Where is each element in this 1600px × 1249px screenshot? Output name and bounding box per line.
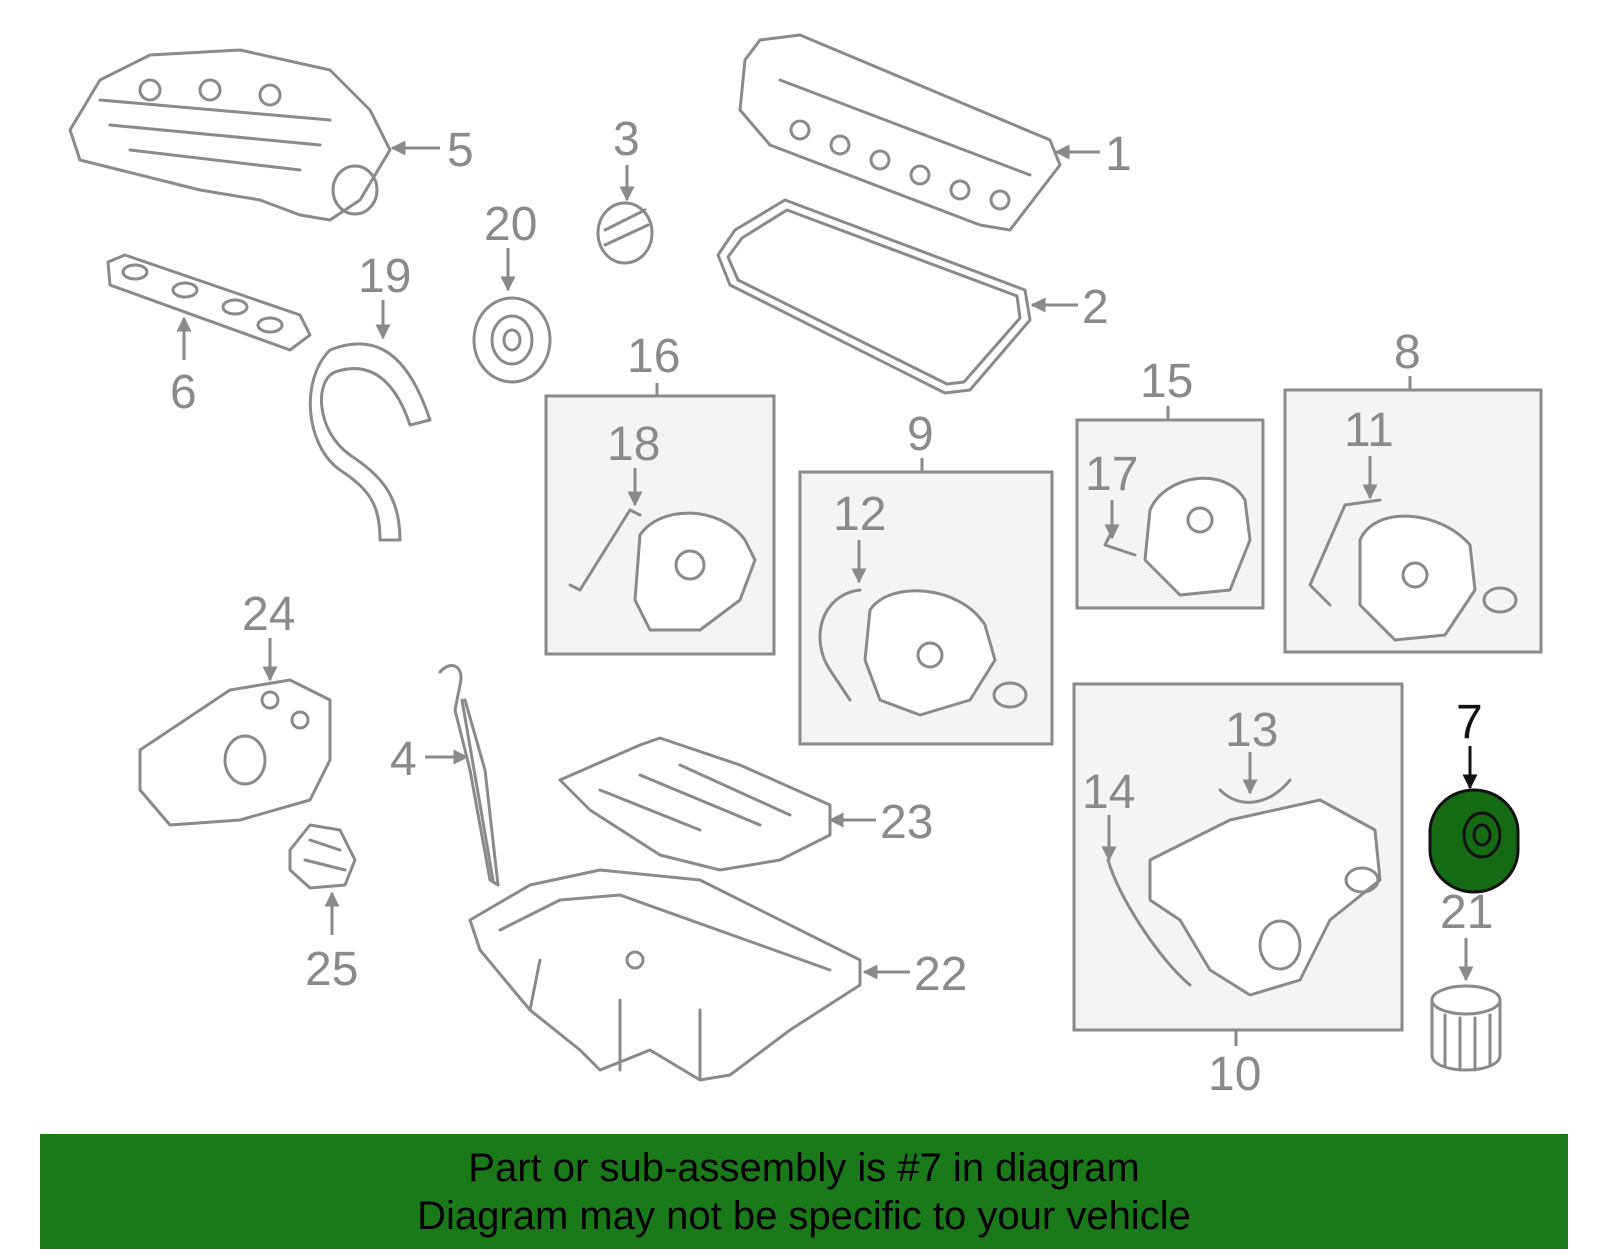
callout-1: 1 [1105,128,1132,181]
part-20-timing-pulley[interactable] [472,296,552,384]
callout-12: 12 [833,488,886,541]
callout-8: 8 [1394,326,1421,379]
callout-18: 18 [607,418,660,471]
callout-7: 7 [1456,696,1483,749]
part-25-oil-strainer[interactable] [288,823,357,890]
notice-banner: Part or sub-assembly is #7 in diagram Di… [40,1134,1568,1249]
part-24-oil-pump[interactable] [138,678,332,827]
part-6-intake-gasket[interactable] [106,253,312,352]
part-23-oil-baffle[interactable] [558,736,832,872]
callout-11: 11 [1344,404,1394,457]
box-15-timing-cover-kit[interactable] [1075,418,1265,610]
part-19-timing-belt[interactable] [308,342,432,542]
part-21-oil-filter[interactable] [1430,984,1502,1072]
callout-2: 2 [1082,281,1109,334]
notice-line-2: Diagram may not be specific to your vehi… [417,1194,1191,1238]
callout-3: 3 [613,113,640,166]
part-5-intake-manifold[interactable] [68,48,392,222]
part-22-oil-pan[interactable] [468,868,862,1082]
callout-25: 25 [305,943,358,996]
part-1-valve-cover[interactable] [738,33,1062,232]
callout-17: 17 [1085,448,1138,501]
notice-line-1: Part or sub-assembly is #7 in diagram [468,1146,1140,1190]
box-9-timing-cover-kit[interactable] [798,470,1054,746]
callout-22: 22 [914,948,967,1001]
callout-23: 23 [880,796,933,849]
part-3-oil-filler-cap[interactable] [596,201,654,265]
box-16-timing-cover-kit[interactable] [544,394,776,656]
part-7-crankshaft-pulley[interactable] [1428,788,1520,894]
part-2-valve-cover-gasket[interactable] [716,198,1032,395]
callout-6: 6 [170,366,197,419]
callout-5: 5 [447,124,474,177]
callout-20: 20 [484,198,537,251]
callout-21: 21 [1440,886,1493,939]
callout-16: 16 [627,330,680,383]
callout-19: 19 [358,250,411,303]
callout-24: 24 [242,588,295,641]
callout-9: 9 [907,408,934,461]
part-4-oil-dipstick[interactable] [438,664,500,887]
callout-10: 10 [1208,1048,1261,1101]
box-10-front-cover-kit[interactable] [1072,682,1404,1032]
box-8-timing-cover-kit[interactable] [1283,388,1543,654]
callout-14: 14 [1082,766,1135,819]
callout-15: 15 [1140,355,1193,408]
callout-4: 4 [390,733,417,786]
callout-13: 13 [1225,704,1278,757]
